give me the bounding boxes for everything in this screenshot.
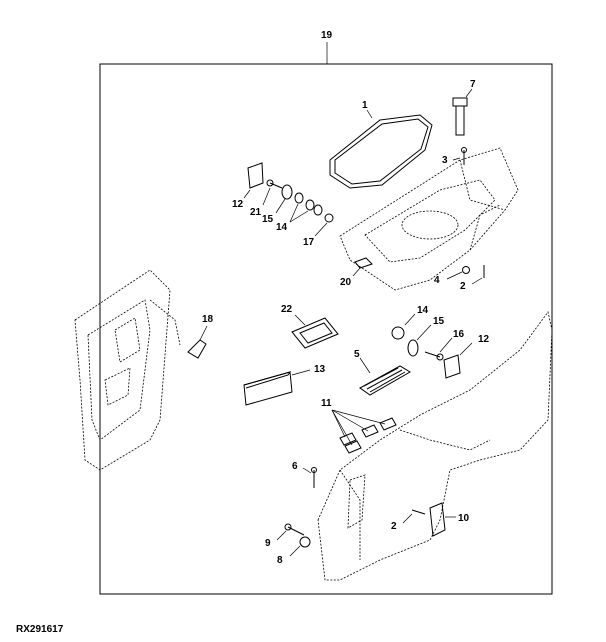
callout-9: 9 [265,538,271,549]
part-2-screw-upper: 2 [460,265,485,292]
part-8-washer: 8 [277,536,311,566]
callout-21: 21 [250,207,262,218]
callout-22: 22 [281,304,293,315]
left-side-panel [74,269,181,471]
part-4-nut: 4 [434,266,470,286]
part-7-strap: 7 [452,79,476,136]
callout-12b: 12 [478,334,490,345]
callout-14a: 14 [276,222,288,233]
assembly-frame [99,63,553,595]
part-2-screw-lower: 2 [391,509,426,532]
part-20-pad: 20 [340,257,373,288]
figure-id: RX291617 [16,624,64,635]
callout-14b: 14 [417,305,429,316]
callout-12a: 12 [232,199,244,210]
right-hardware-group: 14 15 16 12 [391,305,490,379]
upper-hardware-group: 12 21 15 14 17 [232,162,334,248]
callout-5: 5 [354,349,360,360]
callout-16: 16 [453,329,465,340]
part-11-pads: 11 [321,398,397,454]
callout-13: 13 [314,364,326,375]
callout-2a: 2 [460,281,466,292]
right-body-panel [317,311,553,581]
part-13-panel: 13 [243,364,326,406]
callout-20: 20 [340,277,352,288]
callout-17: 17 [303,237,315,248]
callout-15b: 15 [433,316,445,327]
callout-10: 10 [458,513,470,524]
callout-11: 11 [321,398,332,409]
part-10-bracket: 10 [429,502,470,537]
callout-19: 19 [321,30,333,41]
part-1-seal: 1 [329,100,433,189]
callout-4: 4 [434,275,440,286]
callout-8: 8 [277,555,283,566]
callout-18: 18 [202,314,214,325]
part-3-screw: 3 [442,147,467,166]
part-22-pedal-pad: 22 [281,304,339,349]
callout-15a: 15 [262,214,274,225]
part-18-clip: 18 [187,314,214,359]
part-6-screw: 6 [292,461,317,488]
callout-2b: 2 [391,521,397,532]
callout-7: 7 [470,79,476,90]
callout-3: 3 [442,155,448,166]
upper-console [339,147,519,291]
part-9-screw: 9 [265,523,305,549]
callout-1: 1 [362,100,368,111]
part-5-grille: 5 [354,349,411,396]
callout-6: 6 [292,461,298,472]
